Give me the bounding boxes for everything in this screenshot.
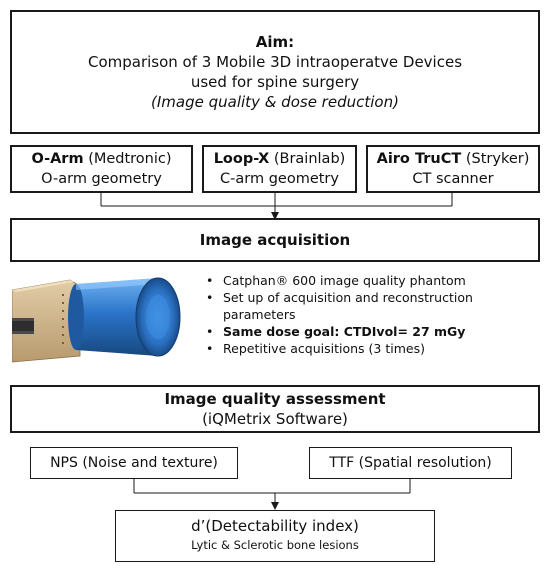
device-maker-loopx: (Brainlab) xyxy=(273,151,346,167)
device-geometry-oarm: O-arm geometry xyxy=(41,171,162,187)
assessment-title: Image quality assessment xyxy=(164,390,386,408)
device-box-loopx: Loop-X (Brainlab) C-arm geometry xyxy=(202,145,357,193)
detectability-title: d’(Detectability index) xyxy=(191,517,359,535)
phantom-image xyxy=(12,277,181,363)
acquisition-steps-list: Catphan® 600 image quality phantom Set u… xyxy=(203,272,473,357)
metric-box-nps: NPS (Noise and texture) xyxy=(30,447,238,479)
list-item: Same dose goal: CTDIvol= 27 mGy xyxy=(203,323,473,340)
list-item: Repetitive acquisitions (3 times) xyxy=(203,340,473,357)
metric-box-ttf: TTF (Spatial resolution) xyxy=(309,447,512,479)
aim-line-3: (Image quality & dose reduction) xyxy=(151,93,399,111)
device-name-loopx: Loop-X xyxy=(213,151,270,167)
step-phantom: Catphan® 600 image quality phantom xyxy=(223,273,466,288)
device-box-airo: Airo TruCT (Stryker) CT scanner xyxy=(366,145,540,193)
device-geometry-loopx: C-arm geometry xyxy=(220,171,339,187)
device-box-oarm: O-Arm (Medtronic) O-arm geometry xyxy=(10,145,193,193)
list-item: Set up of acquisition and reconstruction… xyxy=(203,289,473,323)
step-setup-line-2: parameters xyxy=(223,307,296,322)
assessment-subtitle: (iQMetrix Software) xyxy=(202,410,348,428)
aim-title: Aim: xyxy=(255,33,295,51)
step-setup-line-1: Set up of acquisition and reconstruction xyxy=(223,290,473,305)
device-maker-airo: (Stryker) xyxy=(465,151,530,167)
device-name-oarm: O-Arm xyxy=(31,151,84,167)
aim-line-2: used for spine surgery xyxy=(190,73,360,91)
list-item: Catphan® 600 image quality phantom xyxy=(203,272,473,289)
acquisition-box: Image acquisition xyxy=(10,218,540,262)
device-name-airo: Airo TruCT xyxy=(376,151,462,167)
aim-line-1: Comparison of 3 Mobile 3D intraoperatve … xyxy=(87,53,463,71)
detectability-box: d’(Detectability index) Lytic & Scleroti… xyxy=(115,510,435,562)
step-repetition: Repetitive acquisitions (3 times) xyxy=(223,341,425,356)
aim-box: Aim: Comparison of 3 Mobile 3D intraoper… xyxy=(10,10,540,134)
detectability-subtitle: Lytic & Sclerotic bone lesions xyxy=(191,538,359,552)
step-dose-goal: Same dose goal: CTDIvol= 27 mGy xyxy=(223,324,466,339)
assessment-box: Image quality assessment (iQMetrix Softw… xyxy=(10,385,540,433)
acquisition-title: Image acquisition xyxy=(199,231,351,249)
device-maker-oarm: (Medtronic) xyxy=(88,151,172,167)
device-geometry-airo: CT scanner xyxy=(412,171,494,187)
metric-ttf-label: TTF (Spatial resolution) xyxy=(329,455,492,471)
metric-nps-label: NPS (Noise and texture) xyxy=(50,455,218,471)
